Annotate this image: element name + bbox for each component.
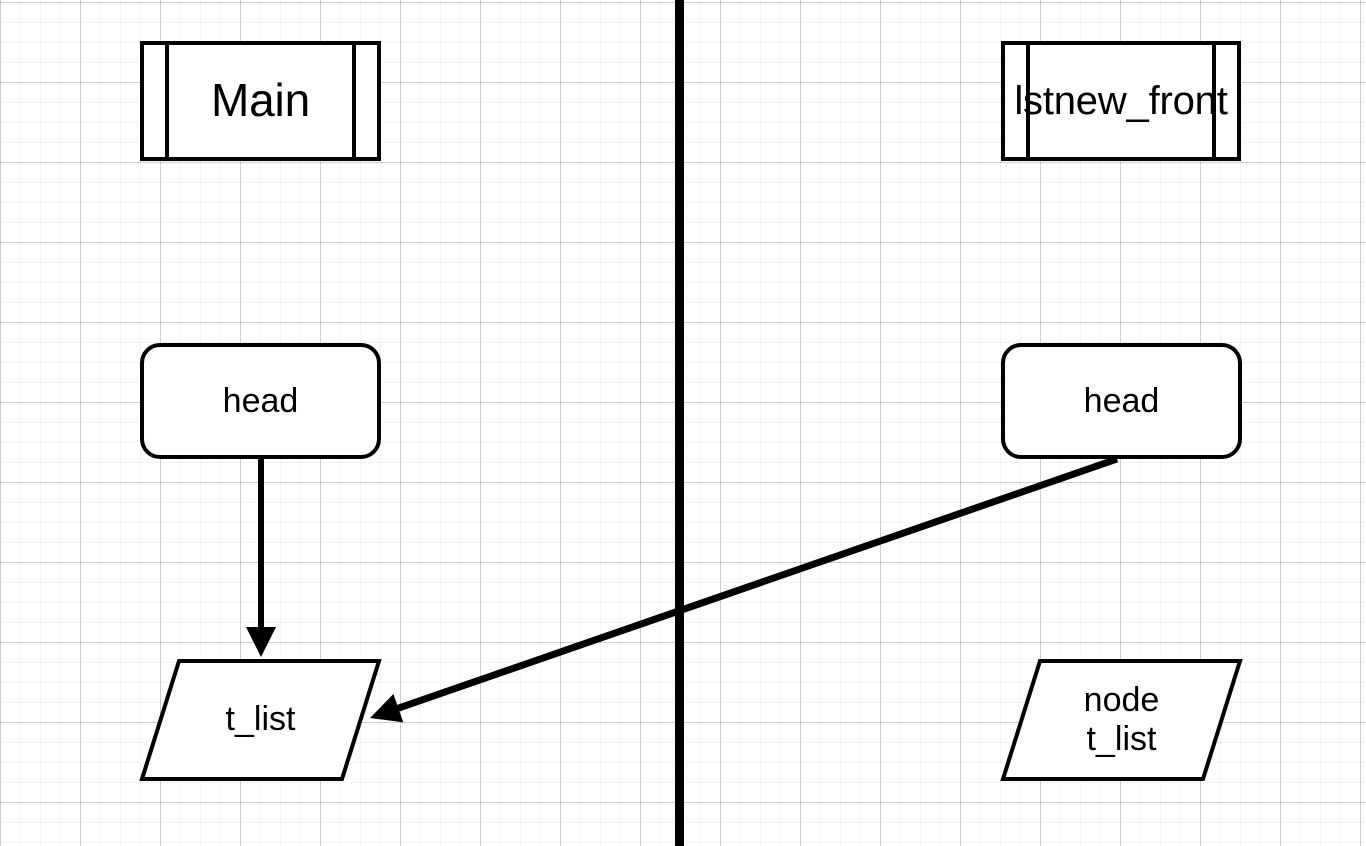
- shape-left-head[interactable]: head: [140, 343, 381, 459]
- process-bar-right-icon: [1212, 45, 1216, 157]
- process-bar-right-icon: [352, 45, 356, 157]
- vertical-separator: [675, 0, 684, 846]
- process-bar-left-icon: [165, 45, 169, 157]
- shape-right-head[interactable]: head: [1001, 343, 1242, 459]
- shape-label-main: Main: [211, 74, 310, 127]
- parallelogram-outline: [139, 659, 382, 781]
- shape-label-lstnew-front: lstnew_front: [1014, 78, 1228, 123]
- shape-right-node-tlist[interactable]: node t_list: [1000, 659, 1243, 781]
- shape-label-left-head: head: [222, 381, 299, 420]
- shape-left-tlist[interactable]: t_list: [139, 659, 382, 781]
- shape-label-right-head: head: [1083, 381, 1160, 420]
- shape-label-right-node-tlist: node t_list: [1083, 680, 1160, 758]
- shape-main-process[interactable]: Main: [140, 41, 381, 161]
- shape-lstnew-front-process[interactable]: lstnew_front: [1001, 41, 1241, 161]
- shape-label-left-tlist: t_list: [225, 700, 296, 739]
- process-bar-left-icon: [1026, 45, 1030, 157]
